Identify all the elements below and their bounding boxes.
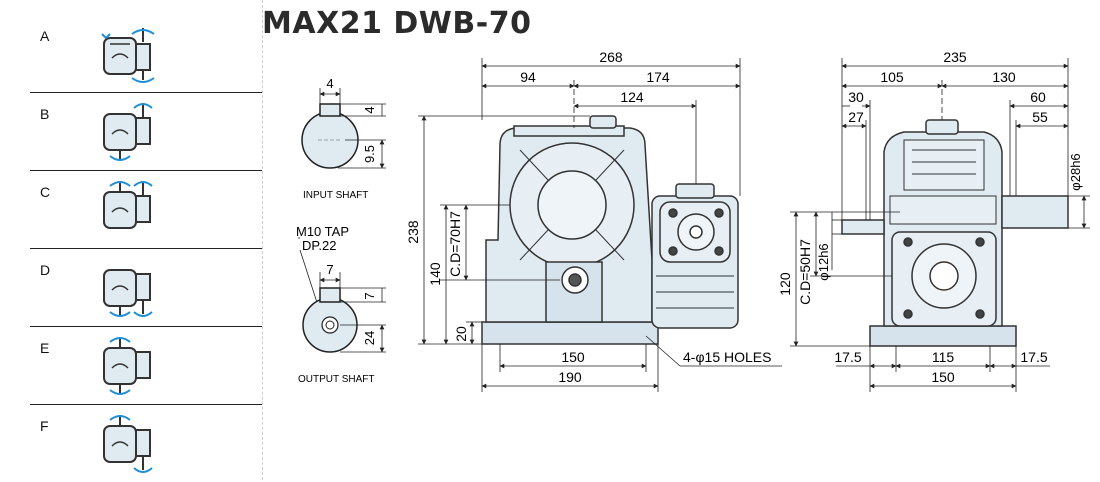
side-bolt-span: 115	[932, 349, 955, 365]
front-base-width: 190	[558, 369, 582, 385]
mounting-e-icon	[103, 337, 151, 395]
mounting-option-f: F	[30, 404, 262, 482]
side-view-dimensions	[790, 58, 1090, 392]
side-dim-30: 30	[848, 89, 864, 105]
mounting-position-list: A B C	[0, 0, 262, 480]
mounting-option-b: B	[30, 92, 262, 171]
front-overall-width: 268	[599, 49, 623, 65]
front-view-dimensions	[418, 58, 782, 392]
front-right-width: 174	[646, 69, 670, 85]
output-shaft-section	[298, 237, 386, 353]
mounting-f-icon	[103, 415, 153, 473]
side-margin-left: 17.5	[834, 349, 861, 365]
mounting-letter: C	[40, 184, 51, 200]
mounting-option-e: E	[30, 326, 262, 405]
front-left-width: 94	[520, 69, 536, 85]
side-center-height: 120	[777, 272, 793, 296]
front-bolt-span: 150	[561, 349, 585, 365]
mounting-d-icon	[103, 269, 153, 317]
side-left-width: 105	[880, 69, 904, 85]
mounting-letter: D	[40, 262, 51, 278]
mounting-option-d: D	[30, 248, 262, 327]
front-base-height: 20	[453, 326, 469, 342]
mounting-option-c: C	[30, 170, 262, 249]
side-dim-55: 55	[1032, 109, 1048, 125]
output-key-depth: 7	[362, 292, 377, 299]
output-shaft-label: OUTPUT SHAFT	[298, 374, 374, 385]
side-input-dia: φ12h6	[816, 243, 831, 280]
input-key-width: 4	[326, 76, 333, 91]
side-center-distance: C.D=50H7	[797, 239, 813, 305]
front-center-distance: C.D=70H7	[447, 211, 463, 277]
mounting-letter: A	[40, 28, 50, 44]
mounting-letter: F	[40, 418, 49, 434]
mounting-letter: E	[40, 340, 50, 356]
input-shaft-section	[301, 88, 386, 169]
front-view-gearbox	[481, 115, 739, 345]
side-view-gearbox	[841, 119, 1069, 347]
front-holes-note: 4-φ15 HOLES	[683, 349, 771, 365]
front-center-height: 140	[427, 262, 443, 286]
mounting-letter: B	[40, 106, 50, 122]
input-half-height: 9.5	[362, 145, 377, 163]
output-tap-label: M10 TAP	[296, 224, 349, 239]
input-key-depth: 4	[362, 106, 377, 113]
output-key-width: 7	[326, 262, 333, 277]
side-margin-right: 17.5	[1020, 349, 1047, 365]
mounting-c-icon	[103, 181, 153, 229]
panel-divider	[262, 0, 263, 480]
mounting-b-icon	[103, 103, 153, 161]
model-title: MAX21 DWB-70	[262, 6, 532, 41]
side-overall-width: 235	[943, 49, 967, 65]
output-half-height: 24	[362, 331, 377, 345]
output-depth-label: DP.22	[302, 238, 336, 253]
front-height: 238	[405, 220, 421, 244]
side-dim-60: 60	[1030, 89, 1046, 105]
side-dim-27: 27	[848, 109, 864, 125]
mounting-a-icon	[101, 28, 155, 83]
dimension-drawing: 4 4 9.5 INPUT SHAFT M10 TAP DP.22 7 7 24…	[296, 49, 1090, 392]
side-base-width: 150	[931, 369, 955, 385]
side-right-width: 130	[992, 69, 1016, 85]
front-right-inner: 124	[620, 89, 644, 105]
side-output-dia: φ28h6	[1068, 153, 1083, 190]
input-shaft-label: INPUT SHAFT	[303, 190, 368, 201]
mounting-option-a: A	[30, 14, 262, 93]
